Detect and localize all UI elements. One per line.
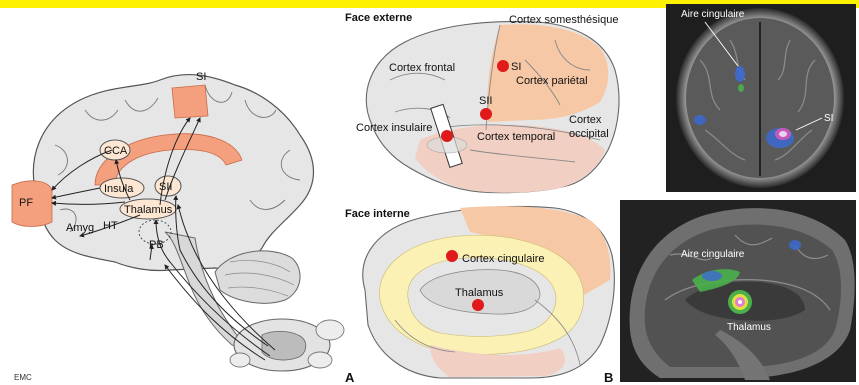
panel-letter-b: B: [604, 370, 613, 385]
dot-cingulaire: [446, 250, 458, 262]
panel-a-schematic: SI CCA PF Insula SII Thalamus Amyg HT PB…: [12, 71, 355, 385]
dot-insulaire: [441, 130, 453, 142]
label-sii-lateral: SII: [479, 95, 492, 107]
label-cortex-cingulaire: Cortex cingulaire: [462, 253, 545, 265]
dot-sii: [480, 108, 492, 120]
label-pb: PB: [149, 239, 164, 251]
label-cortex-insulaire: Cortex insulaire: [356, 122, 432, 134]
mri-sagittal-image: Aire cingulaire Thalamus: [620, 200, 856, 382]
label-cortex-frontal: Cortex frontal: [389, 62, 455, 74]
panel-b-medial-view: Face interne Cortex cingulaire Thalamus …: [345, 206, 614, 385]
label-thalamus-medial: Thalamus: [455, 287, 504, 299]
dot-thalamus: [472, 299, 484, 311]
label-cortex-occipital-2: occipital: [569, 128, 609, 140]
label-sii: SII: [159, 181, 172, 193]
label-cortex-somesthesique: Cortex somesthésique: [509, 14, 618, 26]
si-cortex-patch: [172, 85, 208, 118]
label-thalamus: Thalamus: [124, 204, 173, 216]
label-cortex-parietal: Cortex pariétal: [516, 75, 588, 87]
mri-axial-image: Aire cingulaire SI: [666, 4, 856, 192]
label-cortex-temporal: Cortex temporal: [477, 131, 555, 143]
title-face-externe: Face externe: [345, 12, 412, 24]
label-si: SI: [196, 71, 206, 83]
label-mri-axial-aire-cingulaire: Aire cingulaire: [681, 9, 745, 20]
dot-si: [497, 60, 509, 72]
label-cca: CCA: [104, 145, 128, 157]
panel-letter-a: A: [345, 370, 355, 385]
label-mri-axial-si: SI: [824, 113, 833, 124]
label-mri-sag-aire-cingulaire: Aire cingulaire: [681, 249, 745, 260]
spinal-cord-section: [230, 319, 344, 371]
label-si-lateral: SI: [511, 61, 521, 73]
title-face-interne: Face interne: [345, 208, 410, 220]
label-mri-sag-thalamus: Thalamus: [727, 322, 771, 333]
label-ht: HT: [103, 220, 118, 232]
label-cortex-occipital-1: Cortex: [569, 114, 602, 126]
credit-emc: EMC: [14, 373, 32, 382]
label-pf: PF: [19, 197, 33, 209]
panel-b-lateral-view: Face externe Cortex somesthésique Cortex…: [345, 12, 619, 193]
label-insula: Insula: [104, 183, 134, 195]
label-amyg: Amyg: [66, 222, 94, 234]
